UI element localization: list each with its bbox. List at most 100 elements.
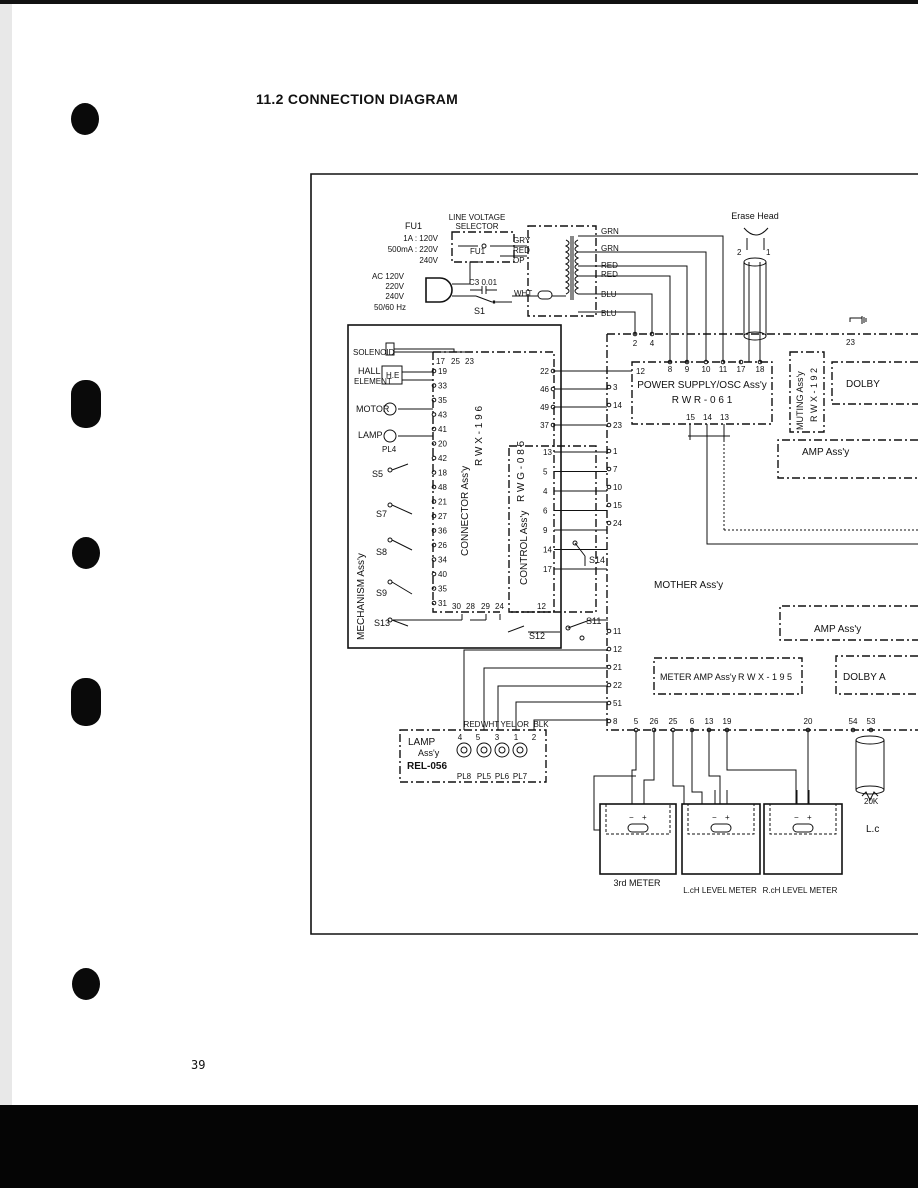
- meter-wire: [631, 730, 637, 804]
- right-blocks: MUTING Ass'y R W X - 1 9 2 DOLBY AMP Ass…: [653, 351, 918, 695]
- meter-amp-label: METER AMP Ass'y: [660, 672, 737, 682]
- lamp-frame: [399, 729, 547, 783]
- mother-title: MOTHER Ass'y: [654, 580, 723, 591]
- amp-mid-frame: [779, 605, 918, 641]
- ac-input-2: 220V: [385, 282, 404, 291]
- connector-pin: 19: [438, 367, 447, 376]
- mother-right-pin: 14: [613, 401, 622, 410]
- fuse-rating-3: 240V: [419, 256, 438, 265]
- meter-amp-frame: [653, 657, 803, 695]
- meter-lamp-icon: [792, 823, 814, 833]
- mother-top-pin: 4: [650, 339, 655, 348]
- control-pin: 13: [543, 448, 552, 457]
- connector-pin: 43: [438, 411, 447, 420]
- connector-pin: 35: [438, 585, 447, 594]
- hall-element-icon: [381, 365, 403, 385]
- connector-pin-dot: [431, 470, 437, 475]
- connector-pin-dot: [431, 542, 437, 548]
- mother-lower-pin: 22: [613, 681, 622, 690]
- lamp-bulb-icon: [476, 742, 492, 758]
- switch-s8: S8: [376, 547, 387, 557]
- pl4-label: PL4: [382, 445, 397, 454]
- mother-right-pin-dot: [606, 520, 612, 526]
- connector-pin: 31: [438, 599, 447, 608]
- mother-right-pin-dot: [606, 502, 612, 508]
- connector-pin-dot: [431, 412, 437, 417]
- meter-3rd-label: 3rd METER: [613, 878, 661, 888]
- erase-pin-2: 2: [737, 248, 742, 257]
- mother-left-pin-dot: [550, 386, 556, 392]
- voltage-selector-box: [451, 231, 515, 263]
- control-bottom-pin: 12: [537, 602, 546, 611]
- mother-right-pin: 1: [613, 447, 618, 456]
- amp-top-frame: [777, 439, 918, 479]
- lamp-bulb-icon: [494, 742, 510, 758]
- lamp-bulb-icon: [512, 742, 528, 758]
- muting-frame: [789, 351, 825, 433]
- connector-pin: 33: [438, 382, 447, 391]
- meter-rch-label: R.cH LEVEL METER: [763, 886, 838, 895]
- resistor-label: 20K: [864, 797, 879, 806]
- mother-right-pin-dot: [606, 402, 612, 408]
- lamp-bulb-label: PL5: [477, 772, 492, 781]
- motor-icon: [383, 402, 397, 416]
- lamp-label: LAMP: [358, 430, 383, 440]
- switch-s14: S14: [589, 555, 605, 565]
- motor-label: MOTOR: [356, 404, 390, 414]
- connector-pin: 36: [438, 527, 447, 536]
- mother-top-pin: 2: [633, 339, 638, 348]
- selector-fuse-label: FU1: [470, 247, 486, 256]
- connector-pin-dot: [431, 571, 437, 577]
- mother-lower-pin: 11: [613, 627, 622, 636]
- meter-minus-mark: −: [629, 813, 634, 822]
- mother-left-pin: 22: [540, 367, 549, 376]
- mother-bottom-pin: 19: [723, 717, 732, 726]
- meter-body: [763, 803, 843, 875]
- mechanism-title: MECHANISM Ass'y: [356, 553, 367, 640]
- erase-head-label: Erase Head: [731, 211, 779, 221]
- connector-pin-dot: [431, 528, 437, 533]
- meter-minus-mark: −: [712, 813, 717, 822]
- mother-bottom-pin: 6: [690, 717, 695, 726]
- meter-wire: [593, 775, 636, 831]
- mother-bottom-pin-dot: [868, 727, 874, 733]
- mother-bottom-pin: 54: [849, 717, 858, 726]
- lamp-pin: 5: [476, 733, 481, 742]
- connector-bottom-pin-24: 24: [495, 602, 504, 611]
- amp-top-label: AMP Ass'y: [802, 447, 849, 458]
- lamp-pin: 2: [532, 733, 537, 742]
- lamp-bulb-filament: [498, 746, 506, 754]
- mother-right-pin: 23: [613, 421, 622, 430]
- lc-partial-label: L.c: [866, 824, 879, 835]
- connector-pin-dot: [431, 557, 437, 562]
- page-title: 11.2 CONNECTION DIAGRAM: [256, 91, 459, 107]
- meter-wire: [643, 730, 655, 804]
- connector-bottom-pin-28: 28: [466, 602, 475, 611]
- punch-hole: [72, 968, 100, 1000]
- mother-lower-pin-dot: [606, 700, 612, 706]
- dolby-top-label: DOLBY: [846, 379, 880, 390]
- punch-hole: [72, 537, 100, 569]
- mother-bottom-pin: 53: [867, 717, 876, 726]
- mother-left-pin: 46: [540, 385, 549, 394]
- tap-op: OP: [513, 256, 525, 265]
- control-frame: [508, 445, 597, 613]
- amp-mid-label: AMP Ass'y: [814, 624, 861, 635]
- connector-pin-dot: [431, 383, 437, 388]
- meter-lead: [796, 790, 810, 804]
- dolby-bottom-frame: [835, 655, 918, 695]
- mother-left-pin-dot: [550, 404, 556, 410]
- cap-label: C3 0.01: [469, 278, 498, 287]
- mother-frame: [606, 333, 918, 731]
- meter-lead: [714, 790, 728, 804]
- connector-pin-dot: [431, 586, 437, 591]
- power-supply-assy: POWER SUPPLY/OSC Ass'y R W R - 0 6 1 12 …: [631, 361, 918, 545]
- connector-pin: 21: [438, 498, 447, 507]
- connector-pin: 48: [438, 483, 447, 492]
- switch-s11: S11: [586, 616, 601, 626]
- mother-right-pin-dot: [606, 466, 612, 472]
- control-pin: 9: [543, 526, 548, 535]
- mother-lower-pin: 21: [613, 663, 622, 672]
- mother-top-pin: 10: [702, 365, 711, 374]
